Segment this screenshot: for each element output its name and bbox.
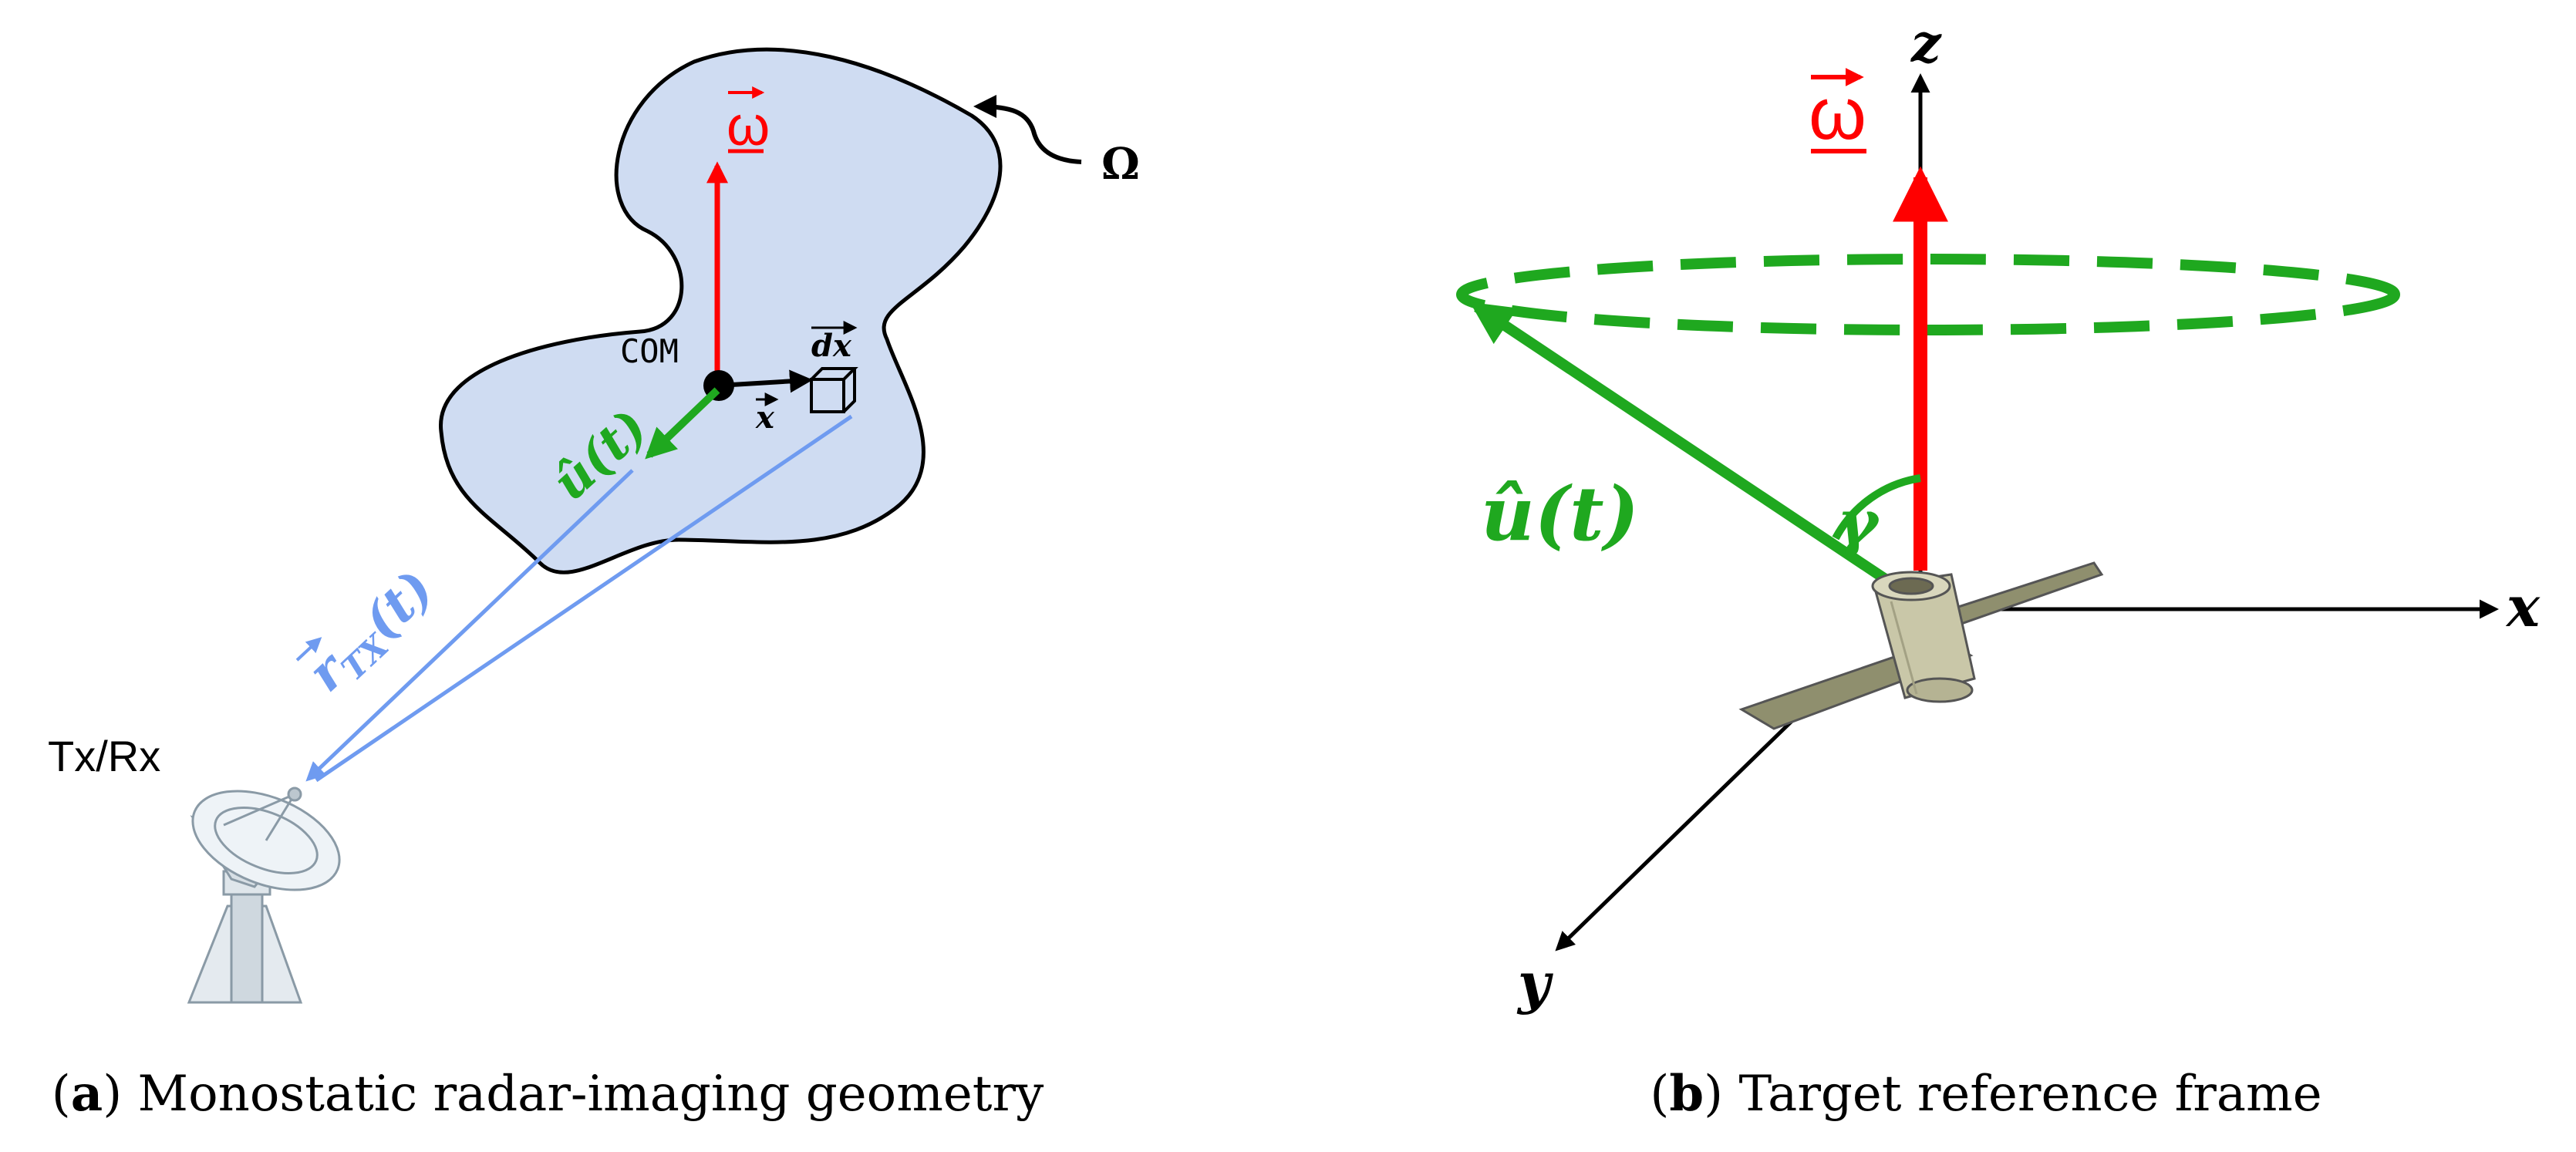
target-body [439, 47, 1003, 574]
z-axis-label: z [1910, 13, 1942, 75]
caption-b-text: Target reference frame [1738, 1066, 2321, 1123]
precession-cone [1456, 254, 2400, 335]
range-label: rTX(t) [295, 558, 448, 706]
omega-pointer [973, 95, 1082, 164]
angle-arc [1832, 474, 1921, 541]
dx-label: dx [811, 328, 852, 364]
y-axis-label: y [1516, 950, 1553, 1016]
u-vector-b [1469, 301, 1899, 591]
x-vector-label: x [755, 399, 775, 436]
u-label-b: û(t) [1481, 470, 1639, 557]
r-overarrow [295, 637, 322, 662]
panel-a: Ω ω COM x dx û(t) rTX(t) [48, 47, 1140, 1123]
caption-a-text: Monostatic radar-imaging geometry [138, 1066, 1044, 1123]
com-label: COM [620, 332, 679, 370]
caption-a: (a) Monostatic radar-imaging geometry [52, 1065, 1044, 1123]
body-label: Ω [1101, 139, 1140, 190]
ray-center [305, 469, 634, 782]
svg-text:rTX(t): rTX(t) [296, 558, 448, 706]
omega-label-a: ω [727, 96, 770, 157]
satellite-icon [1738, 561, 2104, 730]
caption-b-letter: b [1669, 1065, 1704, 1123]
angle-label: γ [1837, 486, 1880, 558]
caption-b: (b) Target reference frame [1650, 1065, 2321, 1123]
x-axis-label: x [2505, 574, 2541, 639]
omega-label-b: ω [1809, 72, 1866, 155]
antenna-label: Tx/Rx [48, 732, 160, 780]
ray-element [315, 414, 853, 783]
radar-dish-icon [187, 787, 341, 1004]
caption-a-letter: a [71, 1065, 103, 1123]
cube-icon [810, 367, 858, 413]
u-vector-a [645, 387, 720, 460]
x-vector [718, 369, 813, 393]
panel-b: z x y ω û(t) γ (b) Target reference fra [1456, 13, 2541, 1123]
